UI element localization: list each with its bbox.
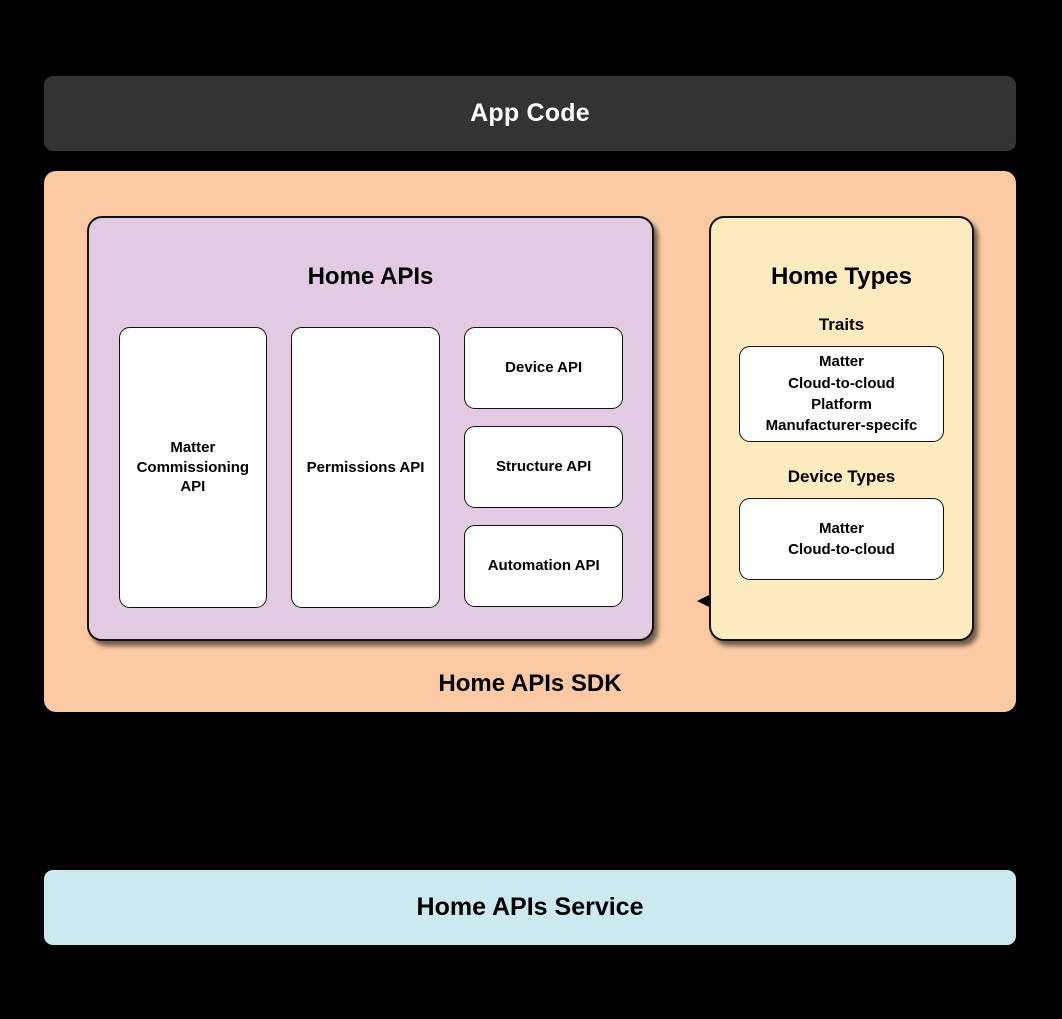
card-automation-api-label: Automation API — [487, 557, 600, 575]
card-permissions-api-label: Permissions API — [306, 458, 425, 476]
card-device-api: Device API — [464, 327, 623, 409]
card-permissions-api: Permissions API — [290, 327, 441, 608]
device-types-title: Device Types — [787, 467, 896, 486]
card-structure-api-label: Structure API — [496, 458, 592, 476]
home-types-title: Home Types — [771, 263, 912, 290]
card-automation-api: Automation API — [464, 525, 623, 607]
card-device-api-label: Device API — [505, 359, 583, 377]
traits-title: Traits — [818, 315, 865, 334]
api-column-stack: Device API Structure API Automation API — [464, 327, 623, 608]
api-column-permissions: Permissions API — [290, 327, 441, 608]
home-apis-service-label: Home APIs Service — [416, 893, 644, 921]
home-apis-sdk-label: Home APIs SDK — [438, 670, 622, 697]
app-code-block: App Code — [44, 76, 1016, 151]
card-structure-api: Structure API — [464, 426, 623, 508]
app-code-label: App Code — [470, 99, 590, 127]
home-apis-service-block: Home APIs Service — [44, 870, 1016, 945]
home-apis-title: Home APIs — [307, 263, 434, 290]
